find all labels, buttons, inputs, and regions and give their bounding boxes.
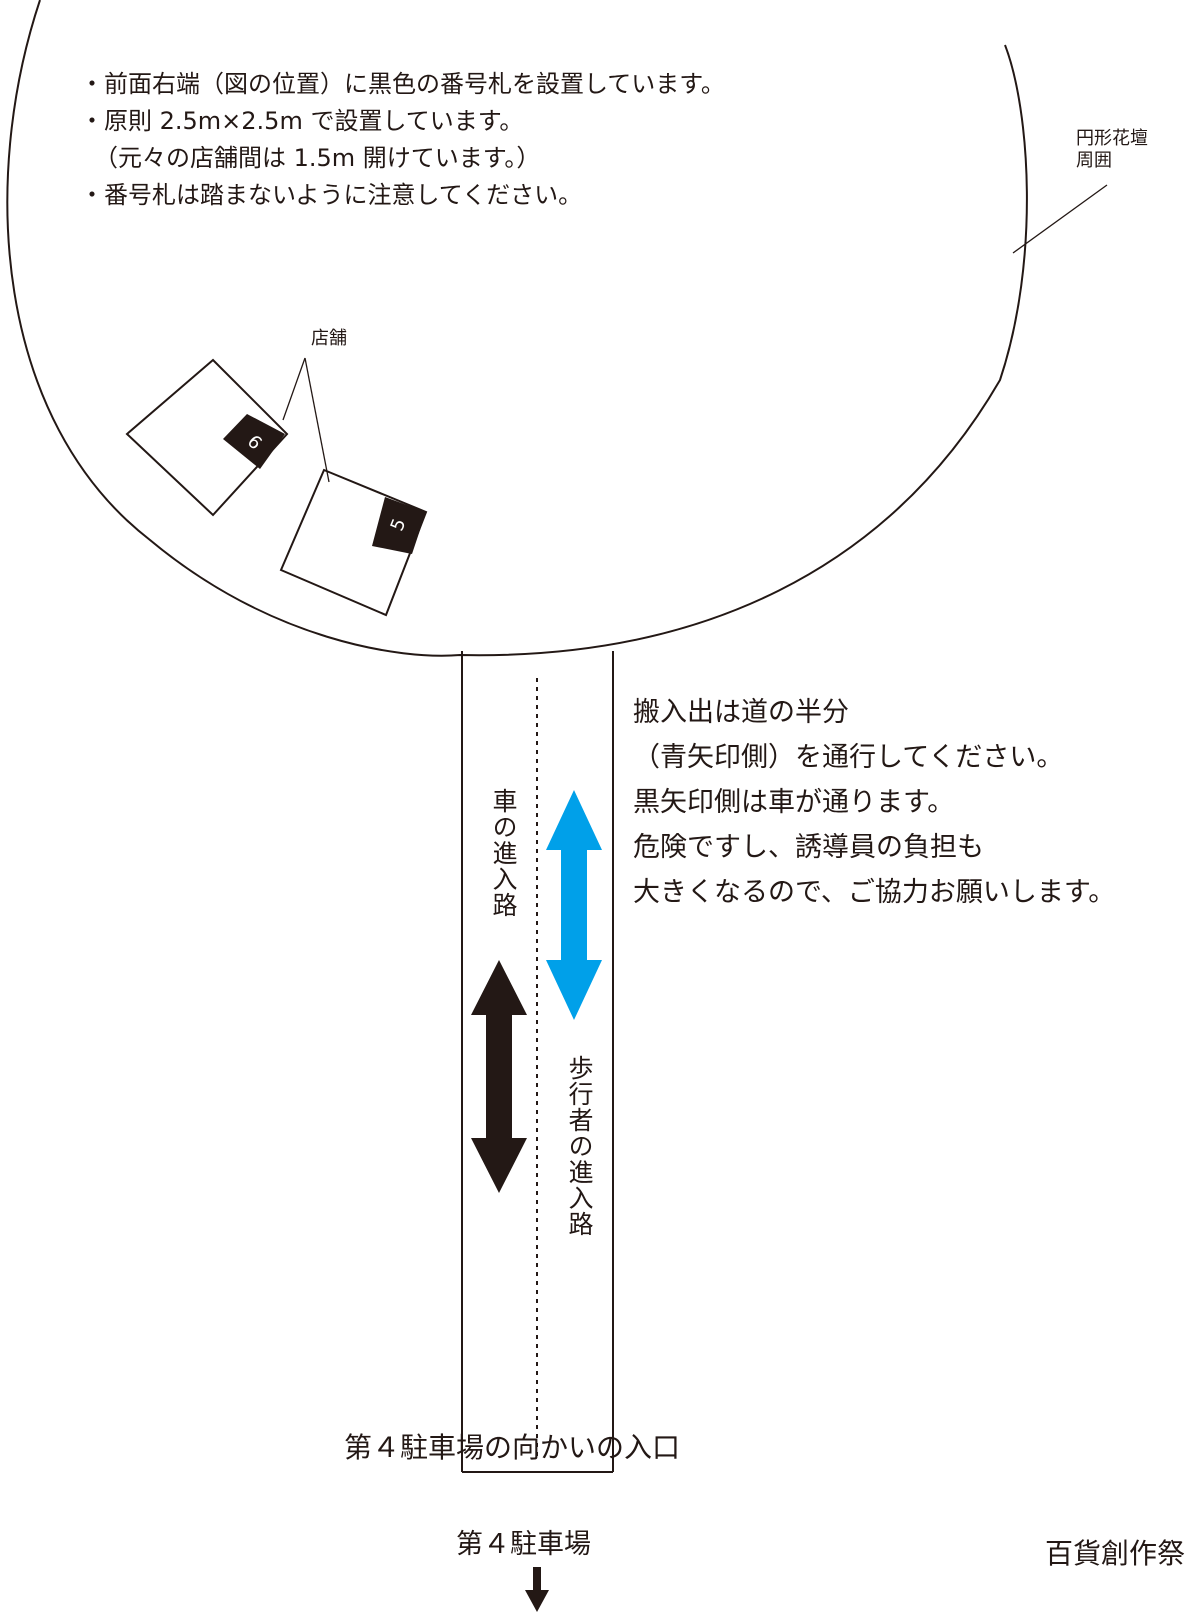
flowerbed-label: 円形花壇 周囲 [1076,128,1148,172]
instruction-line: 搬入出は道の半分 [633,697,849,728]
parking-label: 第４駐車場 [456,1529,591,1560]
number-plate-5 [372,497,426,554]
instruction-line: 黒矢印側は車が通ります。 [633,787,955,818]
notes-block: ・前面右端（図の位置）に黒色の番号札を設置しています。 ・原則 2.5m×2.5… [80,66,725,214]
number-plate-6 [223,414,285,469]
instruction-line: 危険ですし、誘導員の負担も [633,832,984,863]
note-line: （元々の店舗間は 1.5m 開けています。） [94,144,541,172]
flowerbed-leader-line [1012,184,1108,254]
note-line: ・前面右端（図の位置）に黒色の番号札を設置しています。 [80,70,725,98]
flowerbed-circle [6,0,1028,657]
stall-leader-line [304,357,330,483]
footer-label: 百貨創作祭 [1045,1537,1186,1570]
flowerbed-label-line: 円形花壇 [1076,128,1148,149]
car-lane-label: 車の進入路 [489,788,518,918]
stall-label: 店舗 [311,328,347,349]
note-line: ・原則 2.5m×2.5m で設置しています。 [80,107,524,135]
stall-6: 6 [125,358,289,517]
instruction-line: 大きくなるので、ご協力お願いします。 [633,877,1116,908]
stall-leader-line [282,357,306,421]
flowerbed-label-line: 周囲 [1076,150,1112,171]
down-arrow-icon [525,1567,549,1612]
instruction-line: （青矢印側）を通行してください。 [633,742,1064,773]
entrance-label: 第４駐車場の向かいの入口 [344,1431,681,1464]
note-line: ・番号札は踏まないように注意してください。 [80,181,583,209]
blue-arrow [546,790,602,1020]
pedestrian-lane-label: 歩行者の進入路 [565,1055,594,1237]
black-arrow [471,960,527,1193]
stall-5: 5 [279,468,428,617]
instructions-block: 搬入出は道の半分 （青矢印側）を通行してください。 黒矢印側は車が通ります。 危… [633,690,1115,915]
